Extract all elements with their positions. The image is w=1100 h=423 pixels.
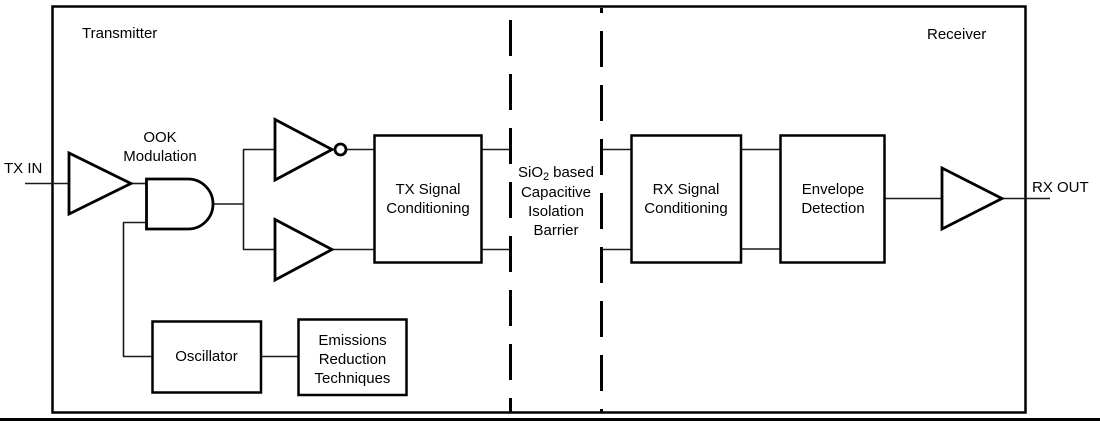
barrier-label-line2: Capacitive [521,184,591,201]
rx-output-buffer-icon [940,165,1006,232]
rx-signal-conditioning-box [630,134,743,264]
tx-input-buffer-icon [67,150,135,217]
emissions-label-line2: Reduction [319,351,387,368]
envelope-detection-label-line2: Detection [801,200,864,217]
oscillator-box [151,320,263,394]
emissions-label-line1: Emissions [318,332,386,349]
wires [25,148,1050,358]
rx-out-label: RX OUT [1032,179,1089,196]
oscillator-label: Oscillator [175,348,238,365]
emissions-box [297,318,408,397]
barrier-label-line1: SiO2 based [518,164,594,183]
inverter-bubble-icon [333,142,348,157]
barrier-label-line4: Barrier [533,222,578,239]
envelope-detection-box [779,134,886,264]
rx-conditioning-label-line1: RX Signal [653,181,720,198]
barrier-label-line3: Isolation [528,203,584,220]
tx-in-label: TX IN [4,160,42,177]
emissions-label-line3: Techniques [315,370,391,387]
tx-conditioning-label-line1: TX Signal [395,181,460,198]
ook-and-gate-icon [145,177,215,231]
bottom-buffer-icon [273,217,335,283]
ook-label-line1: OOK [143,129,176,146]
top-inverter-icon [273,117,335,183]
tx-conditioning-label-line2: Conditioning [386,200,469,217]
transmitter-region-label: Transmitter [82,25,157,42]
envelope-detection-label-line1: Envelope [802,181,865,198]
rx-conditioning-label-line2: Conditioning [644,200,727,217]
barrier-label-line1-rest: based [553,164,594,181]
barrier-formula-subscript: 2 [543,171,549,183]
barrier-formula-base: SiO [518,164,543,181]
receiver-region-label: Receiver [927,26,986,43]
tx-signal-conditioning-box [373,134,483,264]
ook-label-line2: Modulation [123,148,196,165]
